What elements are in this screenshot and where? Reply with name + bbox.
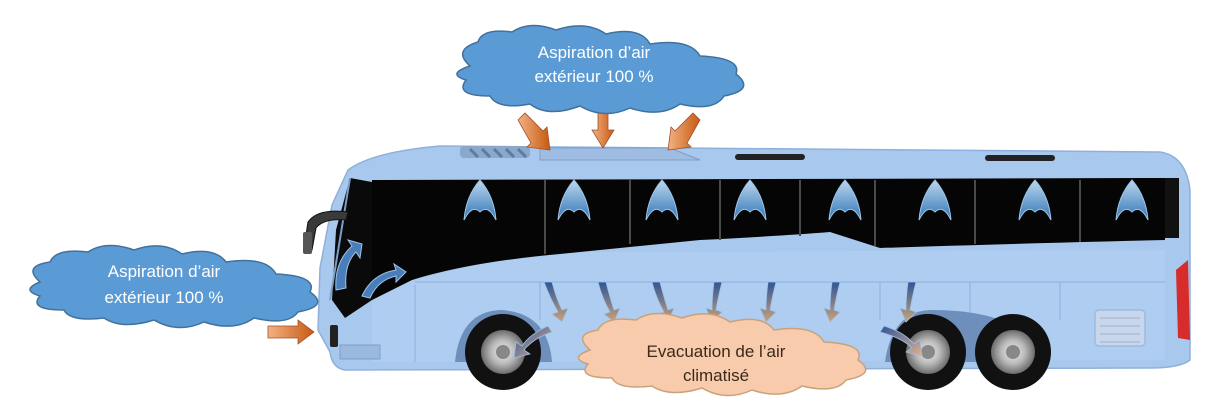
blue-flame-airflow-icon [1018, 179, 1052, 221]
roof-hatch [985, 155, 1055, 161]
orange-arrow-icon [517, 112, 551, 151]
down-airflow-arrow-icon [759, 281, 777, 323]
blue-flame-airflow-icon [1115, 179, 1149, 221]
orange-arrow-icon [267, 319, 315, 345]
curved-exhaust-arrow-icon [513, 325, 553, 359]
down-airflow-arrow-icon [899, 281, 917, 323]
cabin-airflow [463, 179, 1149, 221]
roof-intake-arrows [517, 101, 701, 151]
front-intake-cloud: Aspiration d’air extérieur 100 % [29, 244, 319, 329]
cloud-shape [456, 24, 745, 115]
luggage-airflow [543, 281, 917, 323]
blue-flame-airflow-icon [557, 179, 591, 221]
exhaust-airflow [513, 325, 923, 359]
rear-wheel-1 [890, 314, 966, 390]
mirror-glass [303, 232, 312, 254]
orange-arrow-icon [667, 112, 701, 151]
rear-window [1165, 178, 1179, 238]
exhaust-label-line1: Evacuation de l’air [647, 342, 786, 361]
rear-grille-mesh [1100, 317, 1140, 343]
blue-flame-airflow-icon [645, 179, 679, 221]
curved-exhaust-arrow-icon [879, 325, 923, 357]
front-light [330, 325, 338, 347]
roof-intake-label-line1: Aspiration d’air [538, 43, 651, 62]
driver-airflow [335, 239, 407, 299]
down-airflow-arrow-icon [823, 281, 841, 323]
front-wheel [465, 314, 541, 390]
roof-intake-cloud: Aspiration d’air extérieur 100 % [456, 24, 745, 115]
bus [303, 145, 1191, 390]
down-airflow-arrow-icon [597, 281, 621, 323]
roof-vent-grille [468, 147, 528, 159]
rear-wheel-2 [975, 314, 1051, 390]
rear-grille [1094, 309, 1146, 347]
windshield-frame [329, 177, 351, 301]
front-intake-label-line1: Aspiration d’air [108, 262, 221, 281]
roof-hatch [735, 154, 805, 160]
roof-intake-label-line2: extérieur 100 % [534, 67, 653, 86]
window-pillars [544, 180, 1081, 254]
rear-light [1176, 260, 1190, 340]
blue-flame-airflow-icon [828, 179, 862, 221]
blue-flame-airflow-icon [733, 179, 767, 221]
exhaust-cloud: Evacuation de l’air climatisé [577, 312, 867, 397]
front-intake-label-line2: extérieur 100 % [104, 288, 223, 307]
exhaust-label-line2: climatisé [683, 366, 749, 385]
curved-airflow-arrow-icon [361, 262, 407, 299]
blue-flame-airflow-icon [918, 179, 952, 221]
cloud-shape [577, 312, 867, 397]
curved-airflow-arrow-icon [335, 239, 363, 291]
cloud-shape [29, 244, 319, 329]
down-airflow-arrow-icon [543, 281, 569, 323]
front-grille [339, 344, 381, 360]
blue-flame-airflow-icon [463, 179, 497, 221]
panel-lines [414, 281, 1165, 362]
